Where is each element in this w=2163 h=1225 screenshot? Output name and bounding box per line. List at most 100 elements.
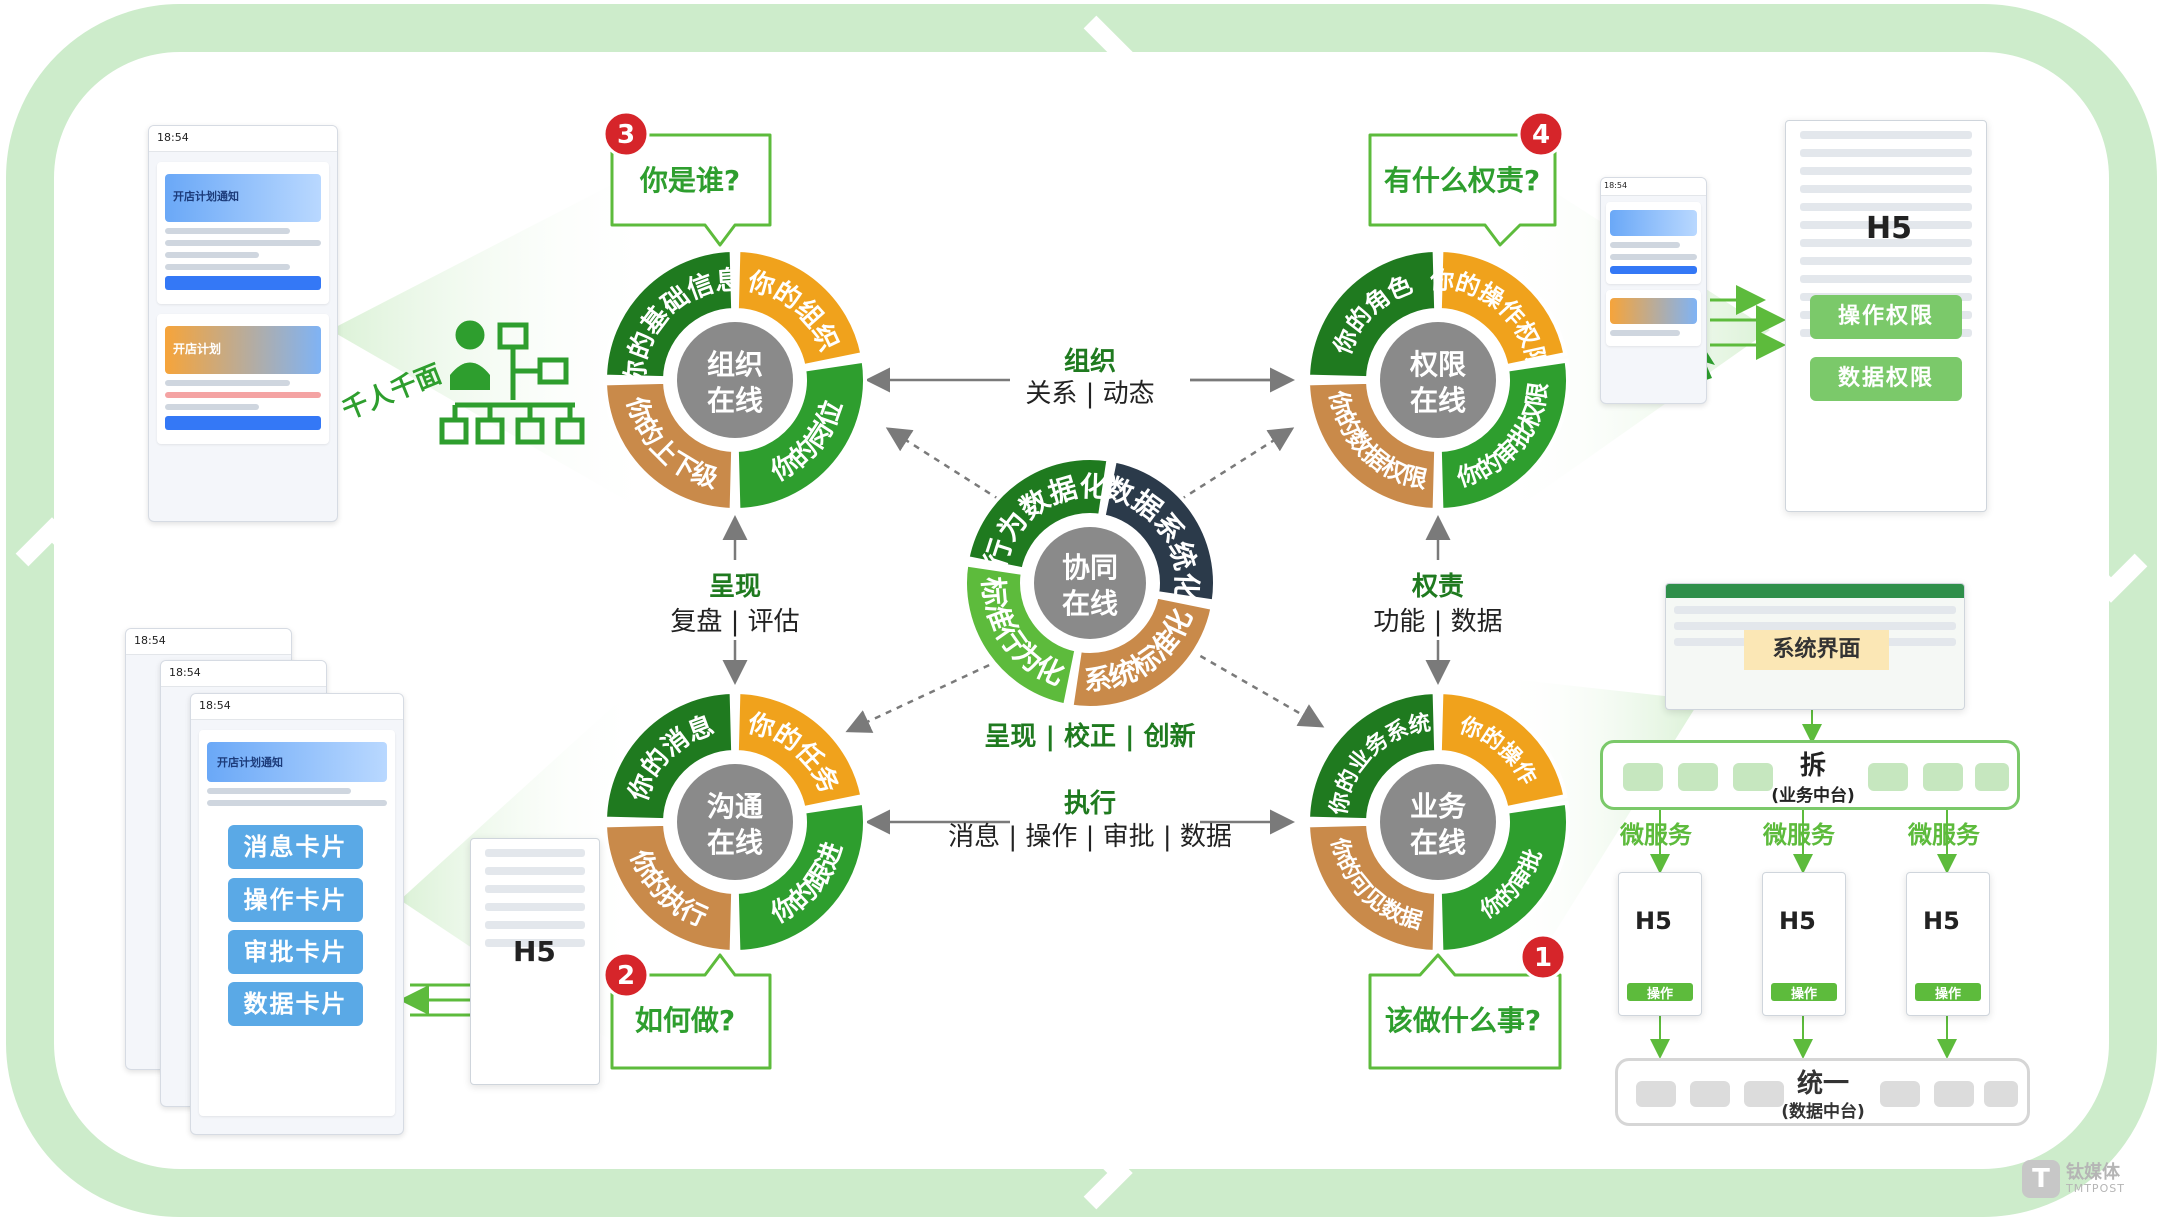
bubble-number: 1 xyxy=(1534,943,1552,973)
h5-service-2: H5 操作 xyxy=(1762,872,1846,1016)
donut-segment xyxy=(734,689,865,811)
donut-center-disc xyxy=(677,764,793,880)
outer-frame xyxy=(6,4,2157,1217)
plan-card: 开店计划 xyxy=(157,314,329,444)
donut-center-disc xyxy=(1380,764,1496,880)
perm-arrows xyxy=(1710,285,1786,360)
bubble-number-badge xyxy=(1517,110,1565,158)
plan-banner-title: 开店计划 xyxy=(173,342,222,356)
donut-center-line2: 在线 xyxy=(1062,587,1118,620)
h5-page-left: H5 xyxy=(470,838,600,1085)
unify-label: 统一 xyxy=(1796,1069,1849,1099)
data-card-pill: 数据卡片 xyxy=(228,982,363,1026)
donut-segment xyxy=(734,247,865,369)
notification-card: 开店计划通知 xyxy=(157,162,329,304)
op-service-label: 操作 xyxy=(1934,987,1961,1002)
donut-segment xyxy=(1437,247,1568,369)
bubble-text: 该做什么事? xyxy=(1385,1004,1541,1037)
bubble-text: 你是谁? xyxy=(639,164,740,197)
donut-segment xyxy=(1305,821,1439,955)
donut-segment xyxy=(602,821,736,955)
donut-perm: 你的角色你的操作权限你的审批权限你的数据权限权限在线 xyxy=(1305,247,1570,513)
phone-perm: 18:54 xyxy=(1600,177,1707,404)
microservice-label-1: 微服务 xyxy=(1620,821,1692,849)
link-top-sub: 关系 | 动态 xyxy=(1025,379,1154,409)
watermark-name: 钛媒体 xyxy=(2066,1162,2120,1183)
notification-title: 开店计划通知 xyxy=(173,190,239,203)
donut-segment xyxy=(602,689,736,823)
h5-label-left: H5 xyxy=(513,935,556,968)
donut-segment xyxy=(965,456,1111,572)
watermark-logo-icon: T xyxy=(2022,1160,2060,1198)
unify-sub-label: (数据中台) xyxy=(1781,1102,1865,1122)
watermark-sub: TMTPOST xyxy=(2066,1182,2125,1195)
view-detail-button[interactable] xyxy=(165,276,321,290)
microservice-lines xyxy=(1650,708,1957,1059)
donut-segment xyxy=(734,800,867,955)
donut-comm: 你的消息你的任务你的跟进你的执行沟通在线 xyxy=(602,689,867,955)
message-card-pill: 消息卡片 xyxy=(228,825,363,869)
microservice-label-3: 微服务 xyxy=(1908,821,1980,849)
thousand-faces-label: 千人千面 xyxy=(338,359,446,426)
bubble-text: 有什么权责? xyxy=(1384,164,1540,197)
org-chart-icon xyxy=(439,320,585,445)
donut-center-disc xyxy=(677,322,793,438)
donut-org: 你的基础信息你的组织你的岗位你的上下级组织在线 xyxy=(602,247,867,513)
cards-list: 开店计划通知 xyxy=(199,730,395,1116)
bubble-responsibility: 4 有什么权责? xyxy=(1368,110,1565,247)
plan-banner: 开店计划 xyxy=(165,326,321,374)
plan-button[interactable] xyxy=(165,416,321,430)
donut-segment xyxy=(1437,358,1570,513)
donut-center-line1: 组织 xyxy=(707,348,763,381)
donut-segment xyxy=(1101,458,1218,604)
microservice-label-2: 微服务 xyxy=(1763,821,1835,849)
h5-label-perm: H5 xyxy=(1866,211,1912,246)
link-top-title: 组织 xyxy=(1064,346,1116,377)
bubble-what-todo: 1 该做什么事? xyxy=(1368,933,1567,1070)
donut-center-line2: 在线 xyxy=(707,384,763,417)
system-interface-label: 系统界面 xyxy=(1744,630,1889,670)
bubble-number-badge xyxy=(1519,933,1567,981)
link-left-sub: 复盘 | 评估 xyxy=(670,607,799,637)
donut-center-line1: 协同 xyxy=(1062,551,1118,584)
window-titlebar xyxy=(1666,584,1964,598)
donut-segment xyxy=(734,358,867,513)
donut-segment xyxy=(1437,800,1570,955)
phone-status-bar: 18:54 xyxy=(191,694,403,720)
h5-service-label: H5 xyxy=(1779,907,1816,935)
business-platform-box: 拆 (业务中台) xyxy=(1600,740,2020,810)
donut-biz: 你的业务系统你的操作你的审批你的可见数据业务在线 xyxy=(1305,689,1570,955)
h5-service-label: H5 xyxy=(1635,907,1672,935)
donut-center-line2: 在线 xyxy=(707,826,763,859)
donut-center-line2: 在线 xyxy=(1410,384,1466,417)
operation-card-pill: 操作卡片 xyxy=(228,878,363,922)
data-permission-button[interactable]: 数据权限 xyxy=(1810,357,1962,401)
notification-banner: 开店计划通知 xyxy=(165,174,321,222)
operation-permission-button[interactable]: 操作权限 xyxy=(1810,295,1962,339)
bubble-number-badge xyxy=(602,110,650,158)
bubble-number-badge xyxy=(602,951,650,999)
donut-center-line1: 权限 xyxy=(1409,348,1466,381)
link-left-title: 呈现 xyxy=(709,572,761,602)
link-bottom-title: 执行 xyxy=(1064,788,1116,819)
bubble-who: 3 你是谁? xyxy=(602,110,772,247)
cards-phone-title: 开店计划通知 xyxy=(217,756,283,769)
center-caption: 呈现 | 校正 | 创新 xyxy=(984,721,1195,752)
link-right-title: 权责 xyxy=(1411,572,1464,602)
h5-service-3: H5 操作 xyxy=(1906,872,1990,1016)
donut-center-line2: 在线 xyxy=(1410,826,1466,859)
watermark: T 钛媒体 TMTPOST xyxy=(2022,1158,2142,1204)
donut-center-disc xyxy=(1380,322,1496,438)
donut-segment xyxy=(602,247,736,381)
phone-notification: 18:54 开店计划通知 开店计划 xyxy=(148,125,338,522)
bubble-number: 3 xyxy=(617,120,635,150)
donut-center-line1: 沟通 xyxy=(707,790,763,823)
link-bottom-sub: 消息 | 操作 | 审批 | 数据 xyxy=(948,822,1232,852)
fan-left-top xyxy=(330,170,660,520)
bubble-text: 如何做? xyxy=(635,1004,735,1037)
h5-service-1: H5 操作 xyxy=(1618,872,1702,1016)
donut-center-disc xyxy=(1034,527,1146,639)
